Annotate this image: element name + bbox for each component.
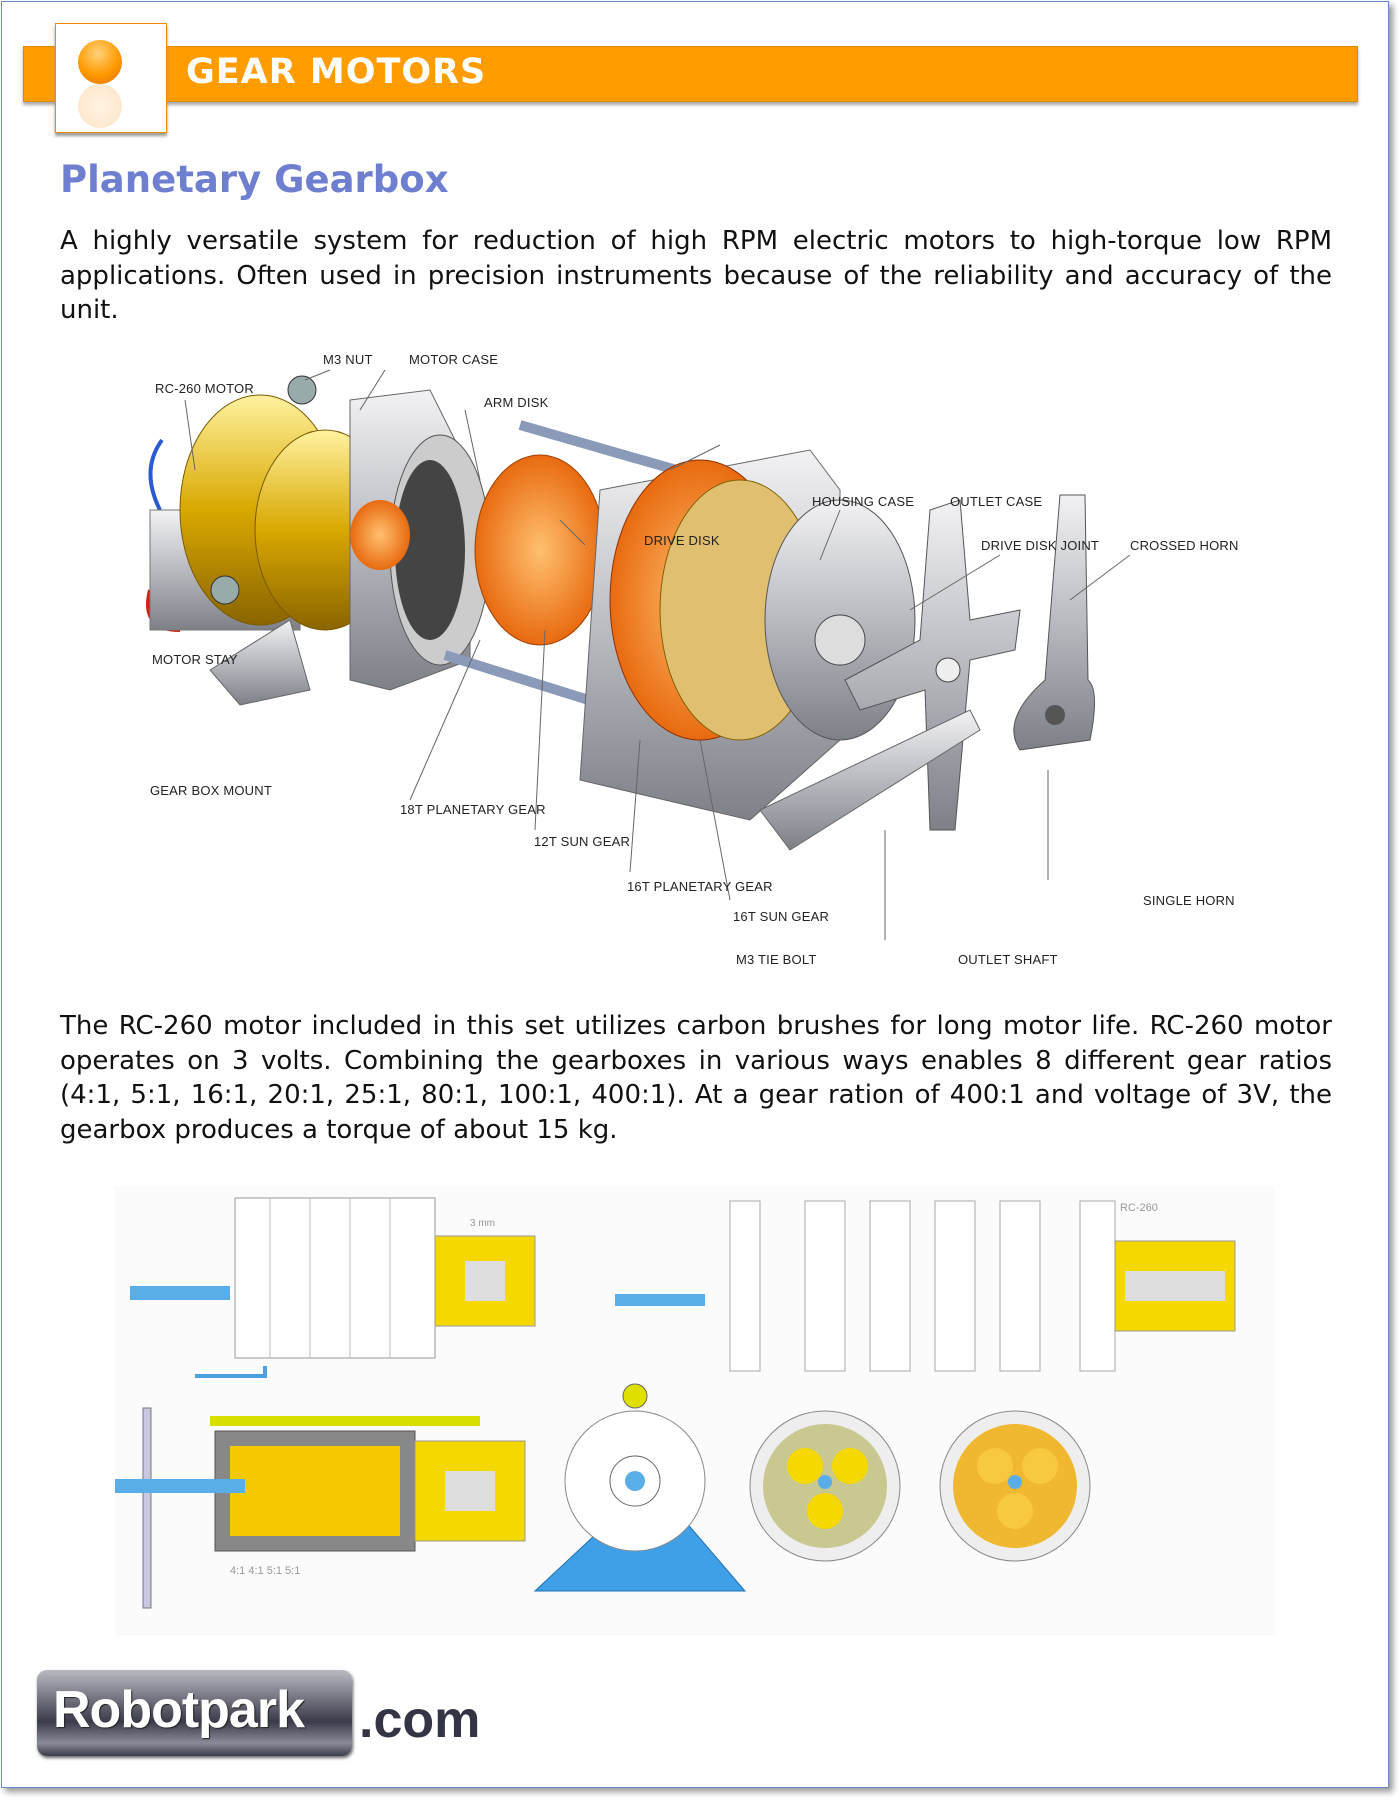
label-12t-sun-gear: 12T SUN GEAR (534, 834, 631, 849)
header-bar (23, 46, 1358, 102)
intro-paragraph: A highly versatile system for reduction … (60, 226, 1332, 325)
logo-suffix: .com (359, 1691, 481, 1749)
label-motor-stay: MOTOR STAY (152, 652, 238, 667)
body-paragraph: The RC-260 motor included in this set ut… (60, 1011, 1332, 1145)
assembly-illustration: RC-260 3 mm 4:1 4:1 5:1 5:1 (115, 1186, 1275, 1636)
label-drive-disk-joint: DRIVE DISK JOINT (981, 538, 1100, 553)
label-housing-case: HOUSING CASE (812, 494, 915, 509)
label-crossed-horn: CROSSED HORN (1130, 538, 1239, 553)
robotpark-logo[interactable]: Robotpark (37, 1670, 352, 1756)
label-m3-tie-bolt: M3 TIE BOLT (736, 952, 817, 967)
label-16t-sun-gear: 16T SUN GEAR (733, 909, 830, 924)
label-motor-case: MOTOR CASE (409, 352, 499, 367)
label-outlet-shaft: OUTLET SHAFT (958, 952, 1058, 967)
header-title: GEAR MOTORS (186, 52, 487, 92)
label-rc260: RC-260 (1120, 1202, 1158, 1214)
label-arm-disk: ARM DISK (484, 395, 549, 410)
section-title: Planetary Gearbox (60, 158, 449, 201)
label-gear-box-mount: GEAR BOX MOUNT (150, 783, 272, 798)
label-16t-planetary-gear: 16T PLANETARY GEAR (627, 879, 773, 894)
header-orb-icon (55, 23, 167, 133)
label-ratios: 4:1 4:1 5:1 5:1 (230, 1565, 300, 1577)
label-rc260-motor: RC-260 MOTOR (155, 381, 254, 396)
exploded-gearbox-diagram (146, 369, 1131, 940)
label-outlet-case: OUTLET CASE (950, 494, 1043, 509)
label-dim: 3 mm (470, 1218, 495, 1229)
label-18t-planetary-gear: 18T PLANETARY GEAR (400, 802, 546, 817)
label-drive-disk: DRIVE DISK (644, 533, 720, 548)
label-single-horn: SINGLE HORN (1143, 893, 1235, 908)
label-m3-nut: M3 NUT (323, 352, 373, 367)
